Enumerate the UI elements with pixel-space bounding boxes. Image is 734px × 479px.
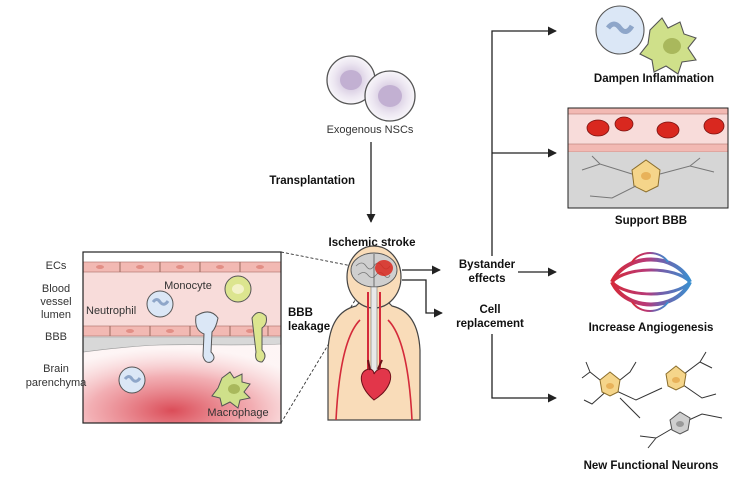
bbb-leakage-label-2: leakage bbox=[288, 321, 330, 333]
replacement-arrow bbox=[402, 279, 443, 318]
macrophage-label: Macrophage bbox=[207, 407, 268, 419]
human-figure-illustration bbox=[327, 245, 421, 421]
label-parenchyma-2: parenchyma bbox=[26, 377, 87, 389]
outcome-3-label: Increase Angiogenesis bbox=[589, 322, 714, 334]
dampen-inflammation-illustration bbox=[595, 5, 697, 75]
bbb-inset-panel bbox=[82, 251, 282, 424]
ischemic-stroke-title: Ischemic stroke bbox=[329, 237, 416, 249]
support-bbb-illustration bbox=[567, 107, 729, 209]
bystander-label-2: effects bbox=[468, 273, 505, 285]
neutrophil-label: Neutrophil bbox=[86, 305, 136, 317]
neurons-illustration bbox=[581, 351, 723, 449]
outcome-4-label: New Functional Neurons bbox=[584, 460, 719, 472]
outcome-2-label: Support BBB bbox=[615, 215, 687, 227]
replacement-label-1: Cell bbox=[479, 304, 500, 316]
label-lumen-1: Blood bbox=[42, 283, 70, 295]
label-lumen-3: lumen bbox=[41, 309, 71, 321]
transplantation-label: Transplantation bbox=[269, 175, 355, 187]
label-bbb: BBB bbox=[45, 331, 67, 343]
zoom-line-top bbox=[280, 251, 353, 267]
outcome-bracket-arrows bbox=[491, 26, 557, 403]
replacement-label-2: replacement bbox=[456, 318, 524, 330]
label-ecs: ECs bbox=[46, 260, 67, 272]
label-parenchyma-1: Brain bbox=[43, 363, 69, 375]
nsc-cells-illustration bbox=[326, 55, 416, 122]
outcome-1-label: Dampen Inflammation bbox=[594, 73, 714, 85]
bystander-label-1: Bystander bbox=[459, 259, 516, 271]
label-lumen-2: vessel bbox=[40, 296, 71, 308]
monocyte-label: Monocyte bbox=[164, 280, 212, 292]
nsc-label: Exogenous NSCs bbox=[327, 124, 414, 136]
angiogenesis-illustration bbox=[568, 252, 732, 312]
bbb-leakage-label-1: BBB bbox=[288, 307, 313, 319]
